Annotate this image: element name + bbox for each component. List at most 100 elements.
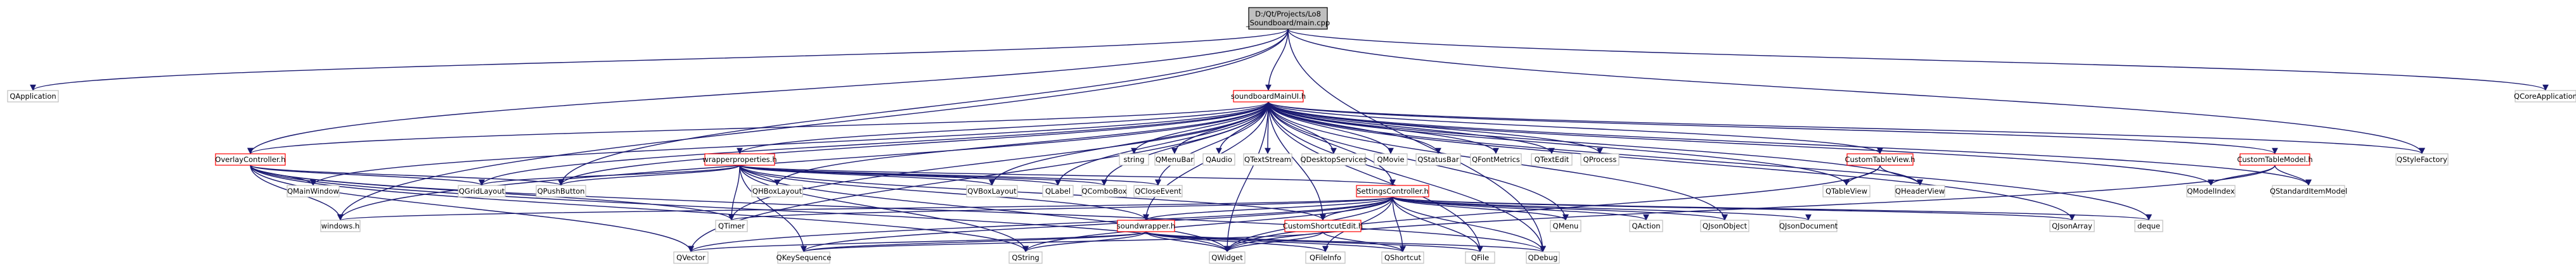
node-settings-controller[interactable]: SettingsController.h xyxy=(1356,185,1429,197)
node-qmain-window: QMainWindow xyxy=(287,185,340,197)
node-label-qmenu: QMenu xyxy=(1553,222,1579,230)
edge-settings-controller-to-deque xyxy=(1392,196,2152,221)
edge-overlay-controller-to-qstring xyxy=(250,165,1029,253)
node-box-custom-shortcut-edit xyxy=(1284,220,1362,232)
edge-soundboard-main-ui-to-qstandard-item-model xyxy=(1268,101,2312,186)
edge-custom-shortcut-edit-to-qwidget xyxy=(1224,231,1323,253)
edge-wrapperproperties-to-qgrid-layout xyxy=(479,165,740,186)
node-deque: deque xyxy=(2134,220,2163,232)
node-overlay-controller[interactable]: OverlayController.h xyxy=(215,153,286,166)
edge-soundboard-main-ui-to-qclose-event xyxy=(1155,101,1269,186)
node-label-qpush-button: QPushButton xyxy=(538,187,585,196)
node-box-qmodel-index xyxy=(2186,185,2236,197)
node-box-qjson-object xyxy=(1700,220,1749,232)
edge-soundboard-main-ui-to-qtable-view xyxy=(1268,101,1850,186)
node-box-qjson-array xyxy=(2049,220,2095,232)
node-label-qheader-view: QHeaderView xyxy=(1895,187,1945,196)
node-box-qlabel xyxy=(1042,185,1074,197)
node-box-qheader-view xyxy=(1895,185,1945,197)
node-box-qclose-event xyxy=(1133,185,1183,197)
node-qgrid-layout: QGridLayout xyxy=(458,185,506,197)
edge-soundboard-main-ui-to-string xyxy=(1131,101,1269,154)
edge-wrapperproperties-to-qpush-button xyxy=(558,165,740,186)
node-box-wrapperproperties xyxy=(704,153,775,166)
node-qstring: QString xyxy=(1008,251,1043,264)
node-label-qdesktop-services: QDesktopServices xyxy=(1301,155,1367,164)
node-qjson-document: QJsonDocument xyxy=(1779,220,1838,232)
node-qmovie: QMovie xyxy=(1374,153,1408,166)
node-label-qmovie: QMovie xyxy=(1377,155,1404,164)
edge-soundboard-main-ui-to-qjson-array xyxy=(1268,101,2075,221)
edge-main-to-overlay-controller xyxy=(247,28,1289,154)
edge-soundboard-main-ui-to-qtimer xyxy=(728,101,1269,221)
node-label-qtext-edit: QTextEdit xyxy=(1535,155,1569,164)
node-box-qmovie xyxy=(1374,153,1408,166)
edge-soundboard-main-ui-to-custom-table-view xyxy=(1268,101,1883,154)
node-box-custom-table-model xyxy=(2239,153,2310,166)
edge-settings-controller-to-soundwrapper xyxy=(1143,196,1393,221)
node-box-custom-table-view xyxy=(1846,153,1914,166)
edge-soundboard-main-ui-to-qmodel-index xyxy=(1268,101,2214,186)
node-label-custom-table-model: CustomTableModel.h xyxy=(2237,155,2312,164)
edge-soundboard-main-ui-to-qfile xyxy=(1268,101,1483,253)
node-box-qtext-edit xyxy=(1531,153,1573,166)
node-label-qcore-application: QCoreApplication xyxy=(2514,92,2576,101)
edge-main-to-soundboard-main-ui xyxy=(1265,28,1289,91)
edge-custom-shortcut-edit-to-qshortcut xyxy=(1322,231,1406,253)
node-soundboard-main-ui[interactable]: soundboardMainUI.h xyxy=(1231,90,1306,103)
node-wrapperproperties[interactable]: wrapperproperties.h xyxy=(702,153,777,166)
node-qjson-object: QJsonObject xyxy=(1700,220,1749,232)
node-custom-table-model[interactable]: CustomTableModel.h xyxy=(2237,153,2313,166)
node-box-windows xyxy=(320,220,361,232)
edge-soundwrapper-to-qfile-info xyxy=(1145,231,1329,253)
node-box-soundwrapper xyxy=(1117,220,1175,232)
node-qcore-application: QCoreApplication xyxy=(2514,90,2576,103)
node-label-qdebug: QDebug xyxy=(1528,253,1558,262)
edge-soundboard-main-ui-to-deque xyxy=(1268,101,2152,221)
edge-settings-controller-to-qfile xyxy=(1392,196,1483,253)
node-qprocess: QProcess xyxy=(1580,153,1620,166)
node-box-qfont-metrics xyxy=(1470,153,1522,166)
node-box-qvbox-layout xyxy=(966,185,1018,197)
node-qmodel-index: QModelIndex xyxy=(2186,185,2236,197)
edge-wrapperproperties-to-qclose-event xyxy=(739,165,1161,186)
node-label-qmodel-index: QModelIndex xyxy=(2187,187,2234,196)
edge-soundboard-main-ui-to-qgrid-layout xyxy=(479,101,1269,186)
edge-main-to-windows xyxy=(337,28,1289,221)
node-qdesktop-services: QDesktopServices xyxy=(1301,153,1367,166)
node-box-qmain-window xyxy=(287,185,340,197)
edge-main-to-qcore-application xyxy=(1287,28,2549,91)
node-label-qcombo-box: QComboBox xyxy=(1081,187,1126,196)
node-soundwrapper[interactable]: soundwrapper.h xyxy=(1117,220,1175,232)
node-label-qkey-sequence: QKeySequence xyxy=(776,253,832,262)
edge-soundboard-main-ui-to-qdebug xyxy=(1268,101,1546,253)
node-box-qstandard-item-model xyxy=(2272,185,2345,197)
node-custom-shortcut-edit[interactable]: CustomShortcutEdit.h xyxy=(1283,220,1363,232)
edge-soundboard-main-ui-to-custom-table-model xyxy=(1268,101,2278,154)
edge-soundboard-main-ui-to-qtext-edit xyxy=(1268,101,1555,154)
node-main[interactable]: D:/Qt/Projects/Lo8_Soundboard/main.cpp xyxy=(1246,7,1330,30)
node-box-qmenu xyxy=(1550,220,1581,232)
node-qwidget: QWidget xyxy=(1209,251,1246,264)
node-box-qcore-application xyxy=(2515,90,2576,103)
node-label-qtext-stream: QTextStream xyxy=(1244,155,1291,164)
edge-settings-controller-to-qaction xyxy=(1392,196,1649,221)
node-label-windows: windows.h xyxy=(321,222,360,230)
node-qapplication: QApplication xyxy=(7,90,59,103)
node-custom-table-view[interactable]: CustomTableView.h xyxy=(1845,153,1916,166)
node-label-soundboard-main-ui: soundboardMainUI.h xyxy=(1231,92,1306,101)
node-qlabel: QLabel xyxy=(1042,185,1074,197)
node-label-overlay-controller: OverlayController.h xyxy=(215,155,285,164)
edge-custom-shortcut-edit-to-qkey-sequence xyxy=(801,231,1323,253)
edge-main-to-qapplication xyxy=(30,28,1289,91)
node-box-qmenu-bar xyxy=(1154,153,1195,166)
node-label-deque: deque xyxy=(2137,222,2160,230)
node-label-custom-table-view: CustomTableView.h xyxy=(1845,155,1916,164)
edge-custom-table-model-to-qmodel-index xyxy=(2208,165,2276,186)
node-label-qprocess: QProcess xyxy=(1583,155,1617,164)
node-qjson-array: QJsonArray xyxy=(2049,220,2095,232)
node-label-wrapperproperties: wrapperproperties.h xyxy=(702,155,776,164)
node-box-qfile-info xyxy=(1305,251,1346,264)
node-label-qfile-info: QFileInfo xyxy=(1310,253,1341,262)
node-box-qwidget xyxy=(1209,251,1246,264)
